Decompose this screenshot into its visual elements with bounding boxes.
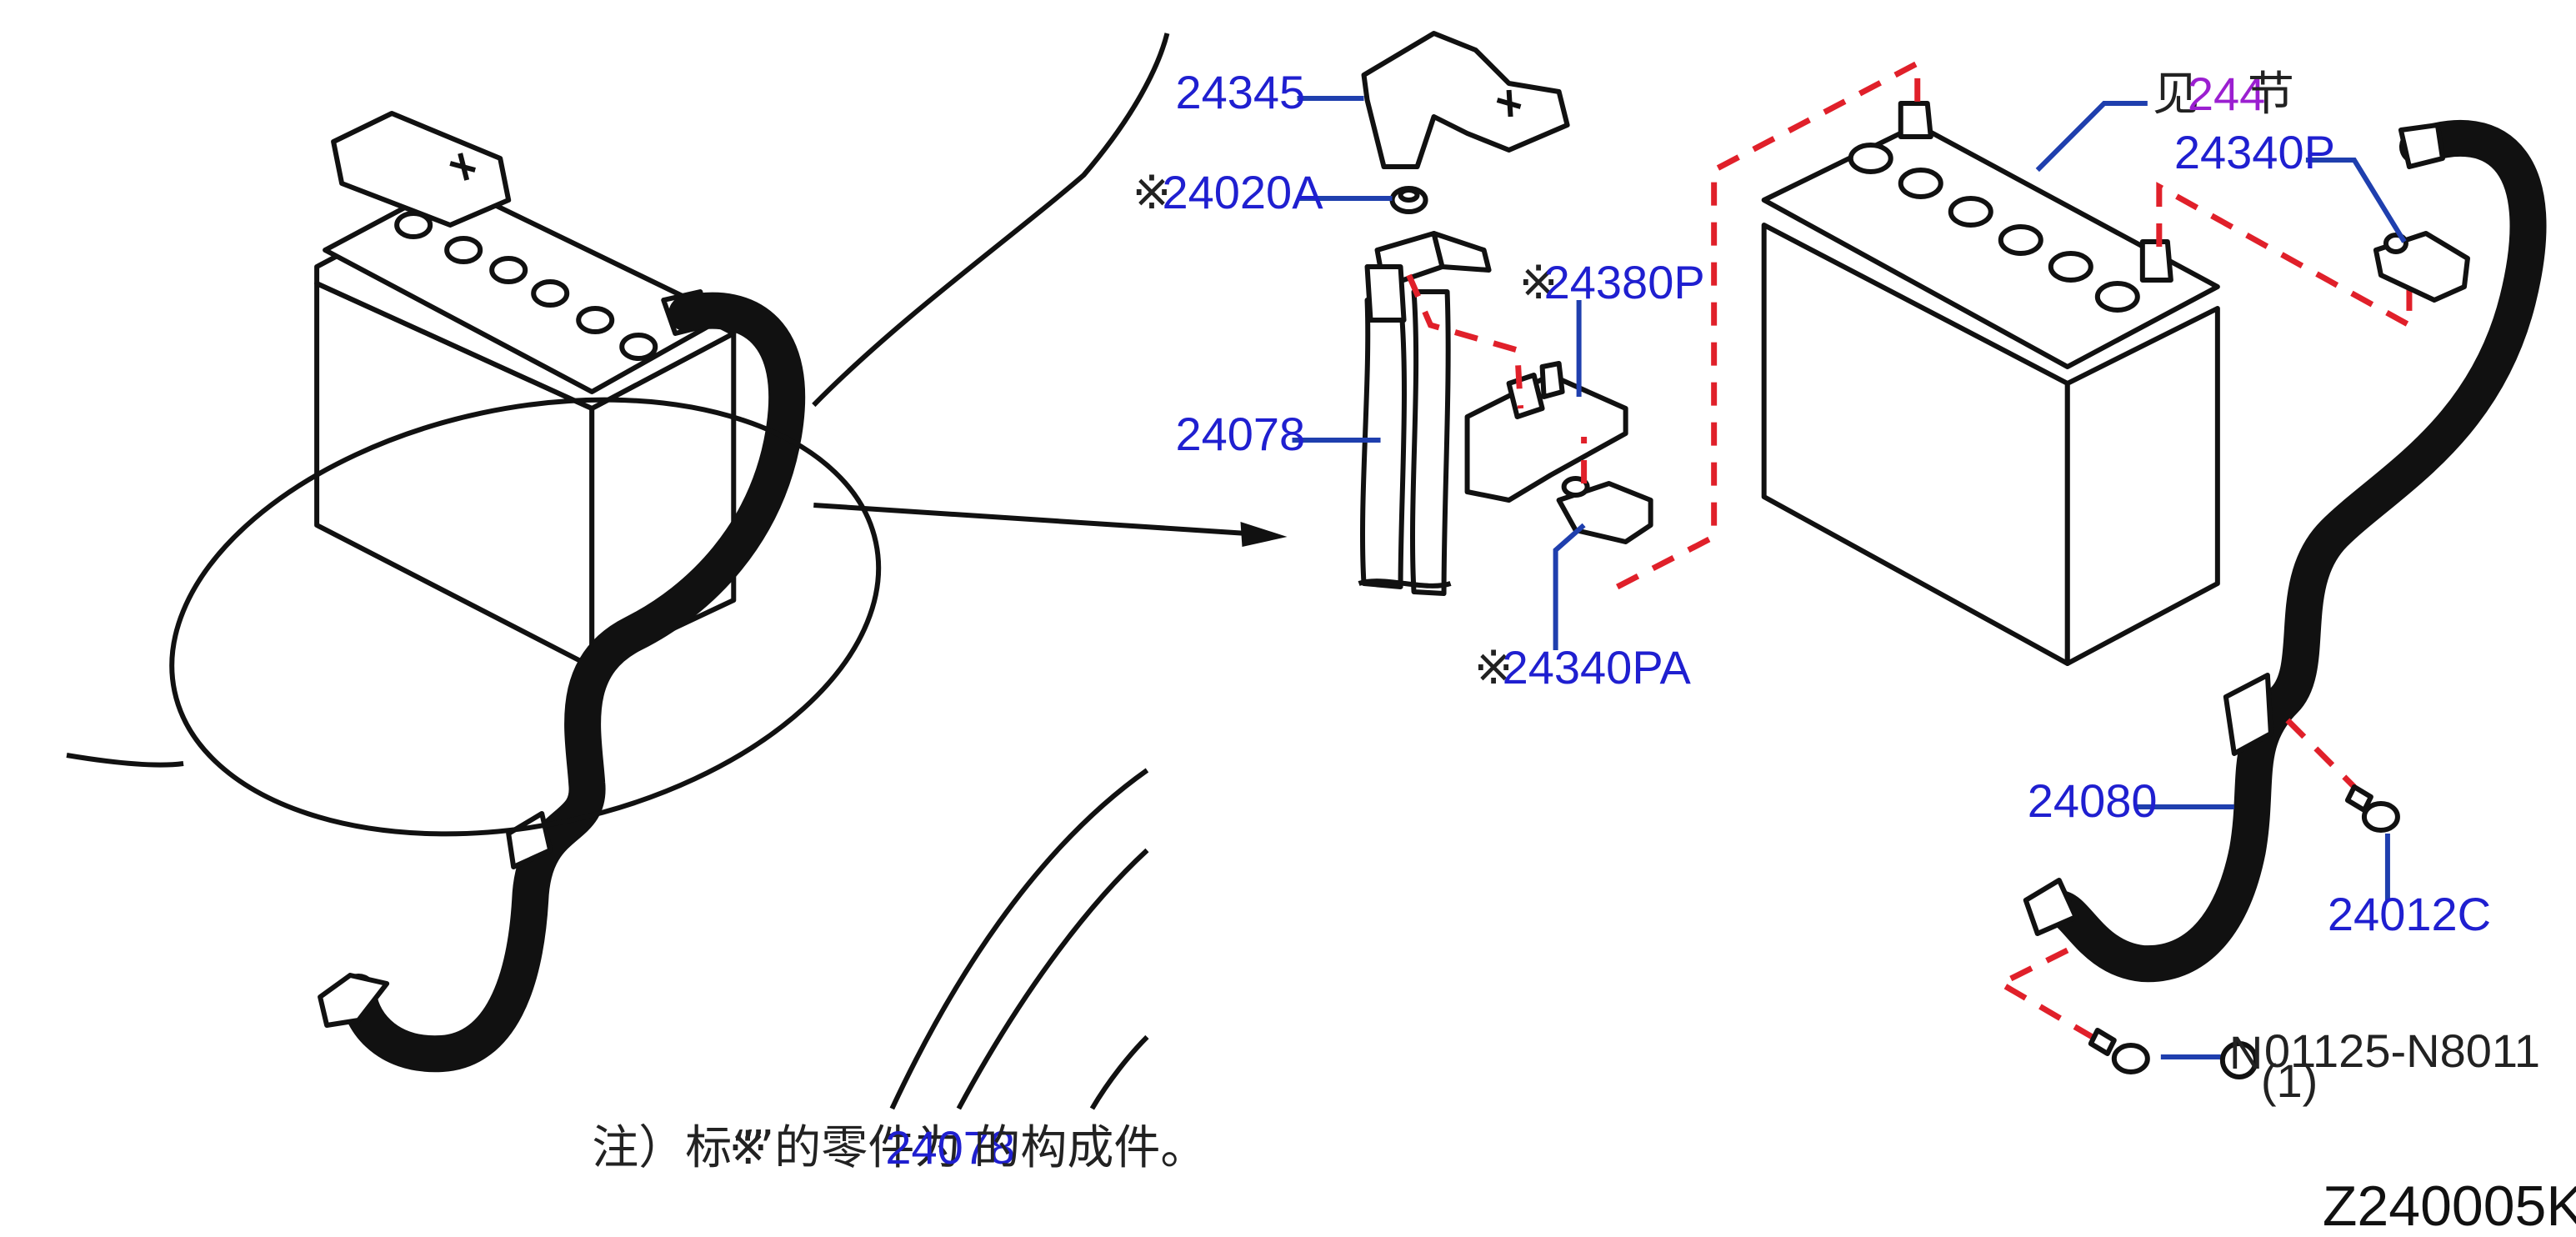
diagram-code: Z240005K: [2323, 1174, 2576, 1237]
phantom-line-battery-right: [2156, 182, 2413, 330]
ref-suffix: 节: [2248, 68, 2294, 120]
phantom-line-mid: [1406, 273, 1524, 409]
cable-end-ring: [2398, 123, 2445, 169]
overview-vehicle-outline: [66, 33, 1170, 1110]
asterisk-24340PA: ※: [1474, 641, 1513, 694]
n-circle-text: N: [2229, 1026, 2263, 1079]
label-24012C[interactable]: 24012C: [2328, 888, 2491, 940]
ref-prefix: 见: [2153, 68, 2199, 120]
note-part-number-link[interactable]: 24078: [885, 1121, 1015, 1174]
asterisk-24020A: ※: [1132, 166, 1171, 218]
label-24340PA[interactable]: 24340PA: [1503, 641, 1692, 694]
asterisk-24380P: ※: [1519, 256, 1558, 308]
note-part1: 注）标“: [592, 1121, 756, 1175]
overview-clamp: [318, 973, 390, 1028]
label-24020A[interactable]: 24020A: [1162, 166, 1323, 218]
label-24080[interactable]: 24080: [2028, 774, 2158, 827]
phantom-line-lower: [1994, 947, 2103, 1045]
n-circle-symbol: [2219, 1041, 2258, 1079]
label-24345[interactable]: 24345: [1175, 66, 1305, 118]
cable-clamp-lower: [2023, 878, 2078, 936]
leader-lines: [1292, 96, 2407, 1059]
ground-cable-24080: [2040, 120, 2547, 983]
overview-ground-cable: [340, 292, 806, 1073]
label-01125-N8011[interactable]: 01125-N8011: [2264, 1024, 2540, 1077]
label-quantity: (1): [2261, 1054, 2318, 1107]
note-part4: 的构成件。: [973, 1121, 1207, 1175]
detail-callout-circle: [169, 397, 882, 837]
cable-bundle-24078: [1358, 231, 1492, 596]
callout-arrow: [813, 503, 1288, 547]
overview-battery: [314, 111, 737, 669]
phantom-line-bolt: [2285, 718, 2357, 789]
nut-24020A: [1389, 186, 1428, 214]
ref-section-link[interactable]: 244: [2188, 68, 2265, 120]
label-24078[interactable]: 24078: [1175, 408, 1305, 460]
terminal-cover-24345: [1361, 31, 1570, 169]
terminal-clamp-24340P: [2373, 231, 2470, 303]
bolt-24012C: [2344, 784, 2400, 833]
bolt-01125-N8011: [2088, 1028, 2150, 1074]
note-part3: ”的零件为: [750, 1121, 961, 1175]
label-24340P[interactable]: 24340P: [2174, 126, 2335, 178]
note-asterisk: ※: [728, 1121, 768, 1175]
label-24380P[interactable]: 24380P: [1544, 256, 1705, 308]
fusible-link-24380P: [1464, 361, 1628, 503]
cable-bracket: [2223, 673, 2273, 756]
battery: [1761, 101, 2220, 666]
